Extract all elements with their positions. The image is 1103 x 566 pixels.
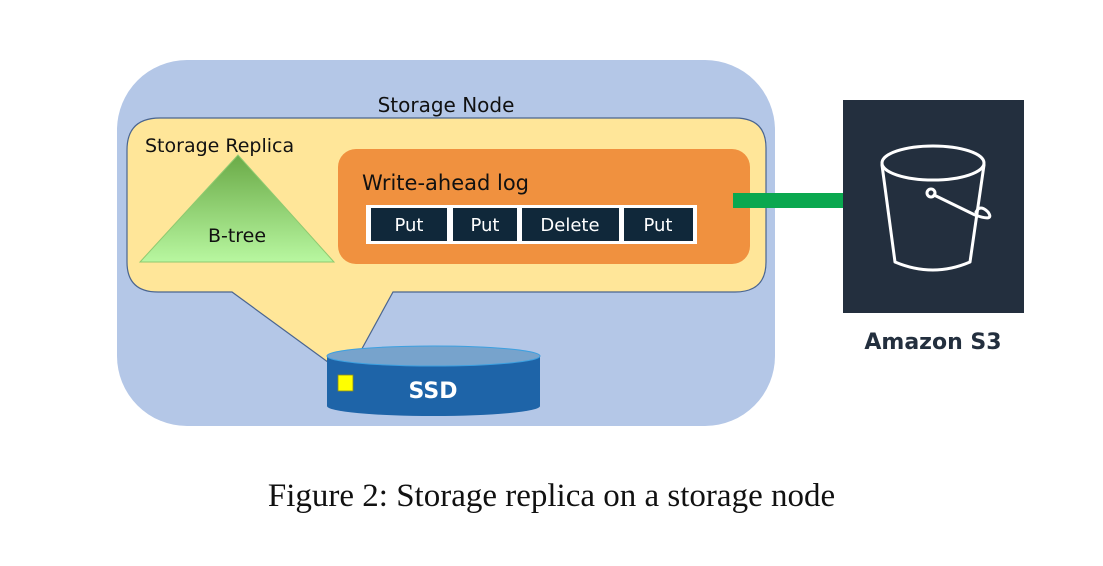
wal-entry: Put: [371, 208, 447, 241]
s3-label: Amazon S3: [864, 330, 1001, 355]
wal-entry: Put: [453, 208, 517, 241]
storage-replica-label: Storage Replica: [145, 135, 294, 157]
wal-entry-label: Put: [643, 215, 672, 236]
wal-entry: Delete: [522, 208, 619, 241]
s3-bucket-icon: [880, 144, 992, 272]
wal-label: Write-ahead log: [362, 171, 529, 195]
storage-node-label: Storage Node: [378, 93, 515, 117]
figure-caption: Figure 2: Storage replica on a storage n…: [267, 478, 836, 514]
wal-entry-label: Delete: [540, 215, 599, 236]
ssd-cylinder: [326, 345, 541, 417]
ssd-label: SSD: [409, 379, 458, 404]
btree-triangle: [138, 154, 336, 263]
wal-entry-label: Put: [394, 215, 423, 236]
wal-entry: Put: [624, 208, 693, 241]
btree-label: B-tree: [208, 225, 266, 247]
s3-tile: [843, 100, 1024, 313]
wal-entry-label: Put: [470, 215, 499, 236]
ssd-block-marker: [337, 374, 354, 392]
